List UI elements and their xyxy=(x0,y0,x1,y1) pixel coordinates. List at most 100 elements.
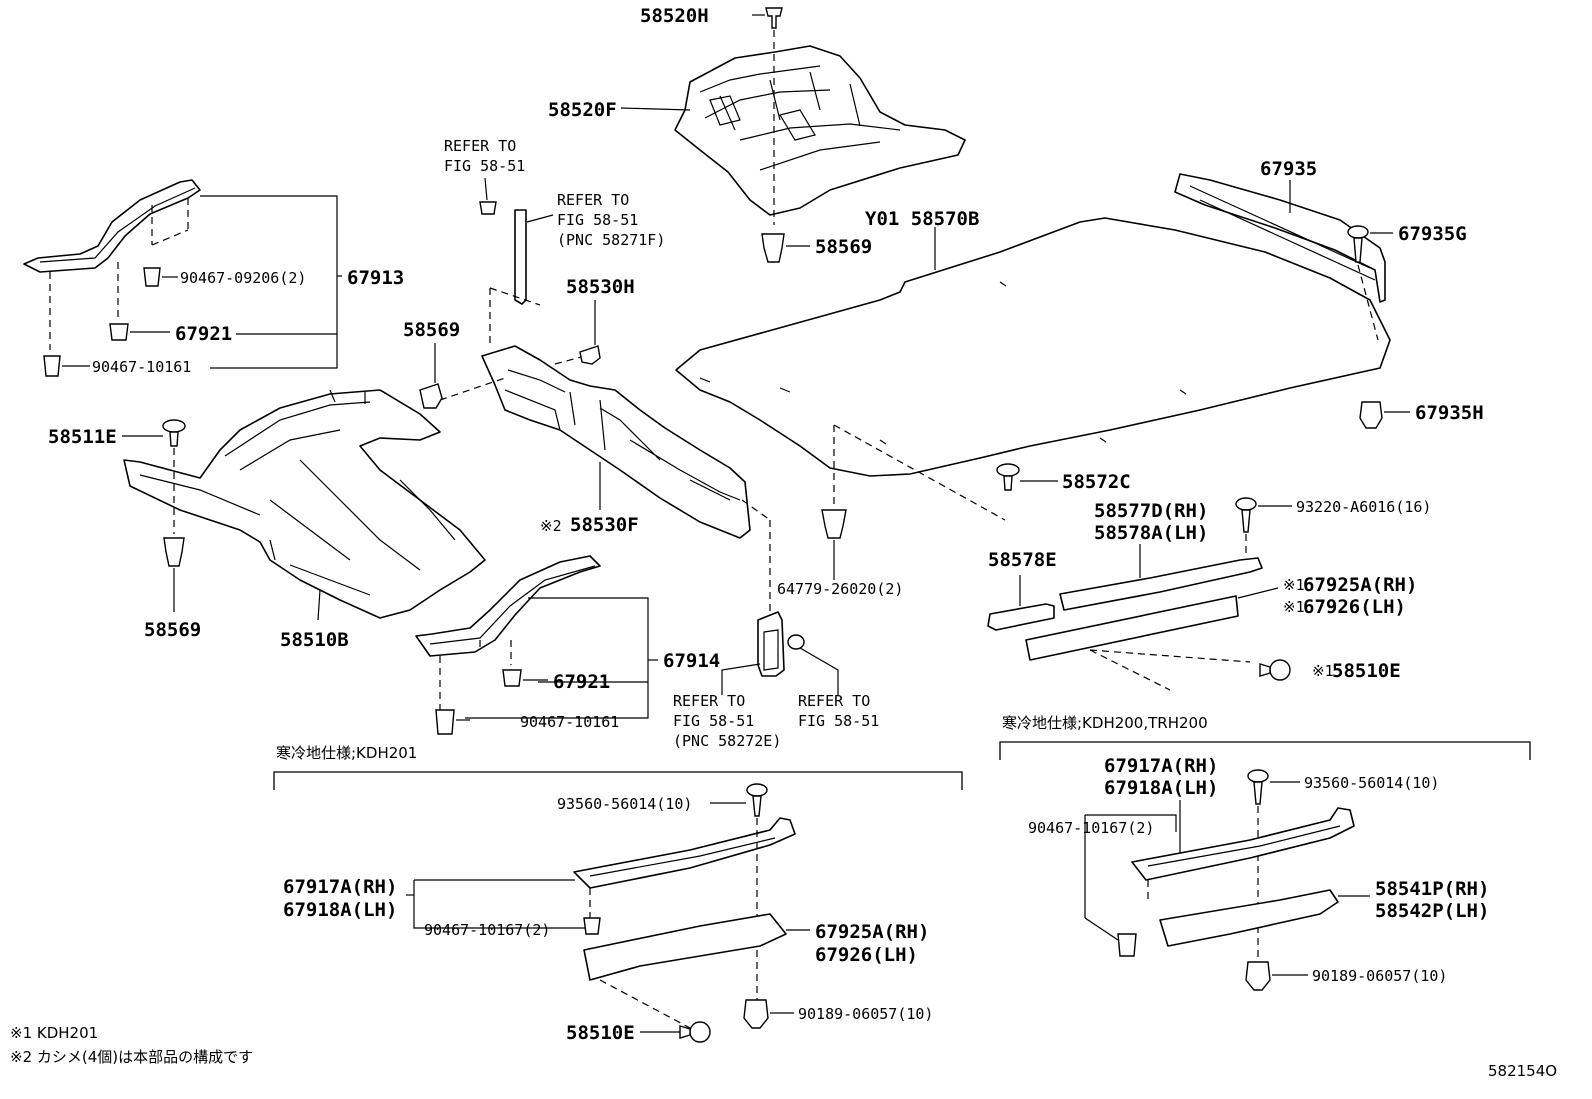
refer-b-line1: REFER TO xyxy=(557,191,629,209)
label-90467-10161-top: 90467-10161 xyxy=(92,358,191,376)
part-58510B-shape xyxy=(123,389,486,619)
clip-90467-10167-a-icon xyxy=(583,917,601,935)
label-90189-06057-b: 90189-06057(10) xyxy=(1312,967,1447,985)
label-67917A-a: 67917A(RH) xyxy=(283,876,397,898)
part-58530F-shape xyxy=(481,345,751,539)
label-58569-mid: 58569 xyxy=(403,319,460,341)
nut-90189-a-icon xyxy=(743,999,769,1029)
clip-58572C-icon xyxy=(996,463,1020,491)
label-67926-r: 67926(LH) xyxy=(1303,596,1406,618)
label-58569-left: 58569 xyxy=(144,619,201,641)
label-58510B: 58510B xyxy=(280,629,349,651)
clip-67921-top-icon xyxy=(109,323,129,341)
footnote-2: ※2 カシメ(4個)は本部品の構成です xyxy=(10,1048,253,1066)
refer-c-line2: FIG 58-51 xyxy=(673,712,754,730)
refer-a-line2: FIG 58-51 xyxy=(444,157,525,175)
refer-c-line3: (PNC 58272E) xyxy=(673,732,781,750)
label-58578A: 58578A(LH) xyxy=(1094,522,1208,544)
label-90467-09206: 90467-09206(2) xyxy=(180,269,306,287)
label-58577D: 58577D(RH) xyxy=(1094,500,1208,522)
label-67921-low: 67921 xyxy=(553,671,610,693)
label-58569-top: 58569 xyxy=(815,236,872,258)
clip-58569-top-icon xyxy=(761,233,785,263)
screw-67935G-icon xyxy=(1347,225,1369,263)
bracket-refer-b-shape xyxy=(514,209,527,305)
label-67918A-a: 67918A(LH) xyxy=(283,899,397,921)
clip-58510E-b-icon xyxy=(679,1021,711,1043)
screw-93220-icon xyxy=(1235,497,1257,533)
clip-58510E-r-icon xyxy=(1259,659,1291,681)
mark1-b: ※1 xyxy=(1283,598,1305,616)
bolt-64779-icon xyxy=(787,634,805,650)
label-67918A-b: 67918A(LH) xyxy=(1104,777,1218,799)
part-67925A-b-shape xyxy=(583,913,787,981)
clip-58530H-icon xyxy=(579,345,601,365)
part-67913-shape xyxy=(23,179,201,273)
part-58541P-shape xyxy=(1159,889,1339,947)
part-58577D-shape xyxy=(1059,557,1263,611)
part-67925A-r-shape xyxy=(1025,595,1239,661)
label-58572C: 58572C xyxy=(1062,471,1131,493)
label-58578E: 58578E xyxy=(988,549,1057,571)
label-90467-10167-b: 90467-10167(2) xyxy=(1028,819,1154,837)
refer-d-line1: REFER TO xyxy=(798,692,870,710)
bracket-64779-shape xyxy=(757,611,785,677)
clip-58569-left-icon xyxy=(163,537,185,567)
label-90467-10161-low: 90467-10161 xyxy=(520,713,619,731)
label-67921-top: 67921 xyxy=(175,323,232,345)
clip-90467-10161-low-icon xyxy=(435,709,455,735)
label-67935G: 67935G xyxy=(1398,223,1467,245)
clip-58569-mid-icon xyxy=(419,383,443,409)
clip-refer-a-icon xyxy=(479,201,497,215)
refer-c-line1: REFER TO xyxy=(673,692,745,710)
clip-90467-10161-top-icon xyxy=(43,355,61,377)
label-58511E: 58511E xyxy=(48,426,117,448)
nut-67935H-icon xyxy=(1359,401,1383,429)
label-58530H: 58530H xyxy=(566,276,635,298)
refer-a-line1: REFER TO xyxy=(444,137,516,155)
clip-58511E-icon xyxy=(162,419,186,447)
label-93560-56014-b: 93560-56014(10) xyxy=(1304,774,1439,792)
clip-90467-09206-icon xyxy=(143,267,161,287)
part-67917A-b-shape xyxy=(1131,807,1355,881)
part-58520F-shape xyxy=(674,45,966,216)
refer-d-line2: FIG 58-51 xyxy=(798,712,879,730)
label-93560-56014-a: 93560-56014(10) xyxy=(557,795,692,813)
clip-90467-10167-b-icon xyxy=(1117,933,1137,957)
label-58542P: 58542P(LH) xyxy=(1375,900,1489,922)
mark1-a: ※1 xyxy=(1283,576,1305,594)
part-67914-shape xyxy=(415,555,601,657)
label-67913: 67913 xyxy=(347,267,404,289)
label-67935: 67935 xyxy=(1260,158,1317,180)
clip-67921-low-icon xyxy=(502,669,522,687)
label-58530F: 58530F xyxy=(570,514,639,536)
clip-64779-icon xyxy=(821,509,847,539)
label-67926-b: 67926(LH) xyxy=(815,944,918,966)
screw-93560-b-icon xyxy=(1247,769,1269,805)
screw-93560-a-icon xyxy=(746,783,768,817)
label-58510E-b: 58510E xyxy=(566,1022,635,1044)
footnote-1: ※1 KDH201 xyxy=(10,1024,98,1042)
label-90467-10167-a: 90467-10167(2) xyxy=(424,921,550,939)
mark1-c: ※1 xyxy=(1312,662,1334,680)
label-67925A-r: 67925A(RH) xyxy=(1303,574,1417,596)
refer-b-line3: (PNC 58271F) xyxy=(557,231,665,249)
label-58520F: 58520F xyxy=(548,99,617,121)
part-67917A-a-shape xyxy=(573,817,796,889)
label-67917A-b: 67917A(RH) xyxy=(1104,755,1218,777)
nut-90189-b-icon xyxy=(1245,961,1271,991)
refer-b-line2: FIG 58-51 xyxy=(557,211,638,229)
cold-spec-kdh201: 寒冷地仕様;KDH201 xyxy=(276,744,417,762)
label-67935H: 67935H xyxy=(1415,402,1484,424)
label-58530F-mark: ※2 xyxy=(540,517,562,535)
label-58510E-r: 58510E xyxy=(1332,660,1401,682)
label-58541P: 58541P(RH) xyxy=(1375,878,1489,900)
label-90189-06057-a: 90189-06057(10) xyxy=(798,1005,933,1023)
label-67925A-b: 67925A(RH) xyxy=(815,921,929,943)
clip-58520H-icon xyxy=(765,7,783,29)
cold-spec-kdh200: 寒冷地仕様;KDH200,TRH200 xyxy=(1002,714,1208,732)
label-58520H: 58520H xyxy=(640,5,709,27)
label-64779-26020: 64779-26020(2) xyxy=(777,580,903,598)
figure-number: 582154O xyxy=(1488,1062,1557,1080)
